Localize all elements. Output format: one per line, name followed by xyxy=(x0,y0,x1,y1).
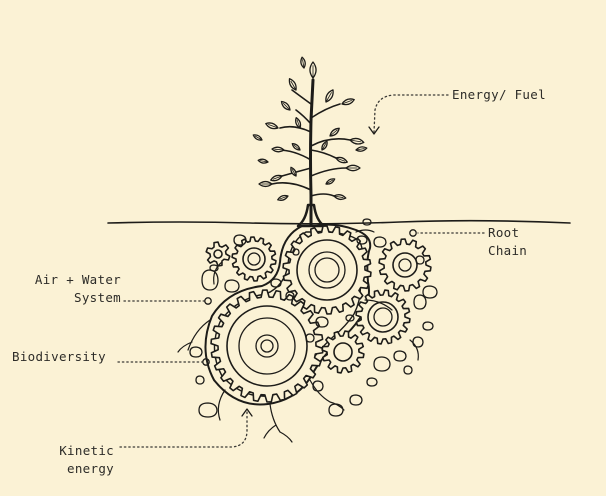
leaf-vein xyxy=(302,59,305,69)
leaf-vein xyxy=(335,157,346,162)
gear-small-bottom xyxy=(321,330,365,374)
stone xyxy=(362,218,372,226)
stone xyxy=(393,350,407,362)
stone xyxy=(403,365,413,375)
branch xyxy=(310,193,335,197)
gear-tiny-cog xyxy=(205,241,231,267)
stone xyxy=(224,279,240,293)
stone xyxy=(413,294,427,310)
stone xyxy=(189,346,203,358)
gear-left-top xyxy=(231,236,277,282)
ground-line xyxy=(107,219,571,225)
label-system: System xyxy=(74,290,121,305)
gear-large-left xyxy=(210,289,324,403)
branch xyxy=(310,103,341,119)
stone xyxy=(366,377,378,387)
trunk-base xyxy=(296,203,326,228)
stone xyxy=(305,333,315,343)
leaf-vein xyxy=(333,195,344,199)
stone xyxy=(422,321,434,331)
tree-leaves xyxy=(252,56,368,201)
label-chain: Chain xyxy=(488,243,528,258)
stone xyxy=(233,234,247,246)
stone xyxy=(285,291,295,301)
stone xyxy=(209,264,219,272)
stone xyxy=(345,314,355,322)
gear-right-middle xyxy=(355,289,411,345)
stone xyxy=(198,402,218,418)
marker-air-water xyxy=(204,297,212,305)
leaf-vein xyxy=(268,124,279,129)
stone xyxy=(356,235,368,245)
stone xyxy=(422,285,438,299)
label-energy-fuel: Energy/ Fuel xyxy=(452,87,546,102)
leaf-vein xyxy=(349,139,362,143)
leader-kinetic xyxy=(119,411,248,448)
marker-root xyxy=(409,229,417,237)
soil-stones xyxy=(189,218,438,418)
root-chain-outline xyxy=(204,223,372,406)
leaf-vein xyxy=(329,129,338,137)
branch xyxy=(310,149,337,159)
marker-biodiversity xyxy=(202,358,210,366)
leaf-vein xyxy=(355,148,365,151)
stone xyxy=(328,403,344,417)
branch xyxy=(279,125,312,133)
label-root: Root xyxy=(488,225,520,240)
leaf-vein xyxy=(290,80,297,91)
leaf-vein xyxy=(325,179,334,185)
gear-large-center xyxy=(282,225,372,315)
stone xyxy=(270,278,282,288)
gear-right-top xyxy=(378,238,432,292)
tree-trunk xyxy=(309,78,315,227)
branch xyxy=(277,149,312,161)
branch xyxy=(271,182,312,191)
label-air-water: Air + Water xyxy=(34,272,121,287)
branch xyxy=(310,167,347,177)
stone xyxy=(201,269,219,291)
leaf-vein xyxy=(254,135,263,141)
label-kinetic: Kinetic xyxy=(59,443,114,458)
leaf-vein xyxy=(325,92,332,103)
arrow-energy xyxy=(368,126,380,135)
branch xyxy=(295,109,312,125)
label-energy: energy xyxy=(67,461,114,476)
root-tendrils xyxy=(177,229,419,443)
tree-branches xyxy=(271,89,351,197)
leaf-vein xyxy=(291,168,297,177)
stone xyxy=(292,248,300,256)
leaf-vein xyxy=(282,102,291,111)
stone xyxy=(312,380,324,392)
arrow-kinetic xyxy=(241,408,253,417)
leader-energy xyxy=(373,94,449,133)
label-biodiversity: Biodiversity xyxy=(12,349,106,364)
branch xyxy=(310,138,351,147)
leaf-vein xyxy=(274,148,285,151)
stone xyxy=(195,375,205,385)
leaf-vein xyxy=(260,160,269,163)
leaf-vein xyxy=(321,142,327,151)
gears xyxy=(205,225,432,403)
leaf-vein xyxy=(293,144,301,151)
stone xyxy=(415,255,425,265)
leaf-vein xyxy=(279,195,289,200)
stone xyxy=(315,316,329,328)
branch xyxy=(291,89,312,105)
stone xyxy=(373,236,387,248)
leaf-vein xyxy=(296,119,301,129)
stone xyxy=(373,356,391,372)
stone xyxy=(349,394,363,406)
leaf-vein xyxy=(272,175,283,180)
leaf-vein xyxy=(341,100,352,105)
